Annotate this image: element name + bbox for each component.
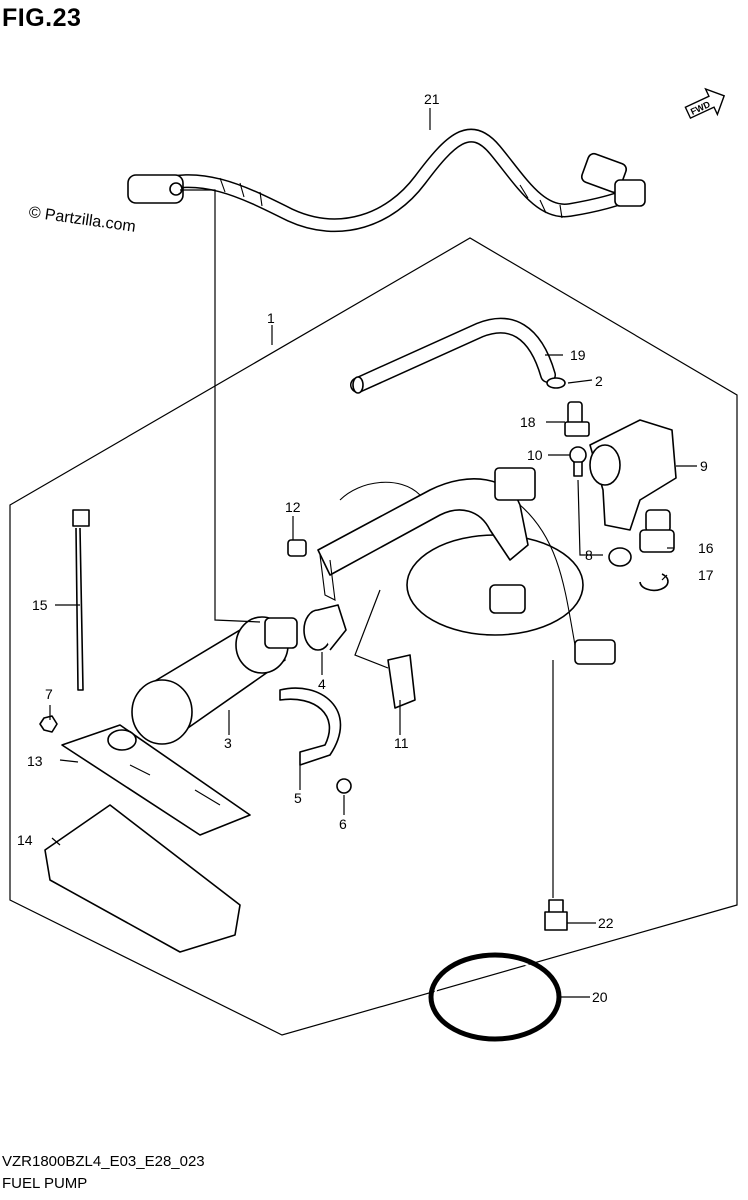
- callout-18: 18: [520, 414, 536, 430]
- bracket-clip-part-11: [387, 654, 416, 709]
- tie-strap-part-15: [72, 509, 90, 691]
- breather-hose-part-19: [350, 317, 556, 394]
- callout-7: 7: [45, 686, 53, 702]
- o-ring-part-8: [608, 547, 632, 567]
- leader-lines: [49, 108, 697, 998]
- fuel-pump-part-3: [131, 616, 298, 745]
- callout-20: 20: [592, 989, 608, 1005]
- regulator-part-16: [639, 509, 675, 553]
- callout-12: 12: [285, 499, 301, 515]
- gasket-part-20: [428, 952, 562, 1042]
- cushion-part-4: [303, 604, 347, 651]
- bolt-part-22: [544, 899, 568, 931]
- diagram-caption: FUEL PUMP: [2, 1175, 88, 1192]
- callout-14: 14: [17, 832, 33, 848]
- cover-part-14: [44, 804, 241, 953]
- nut-part-7: [39, 715, 58, 733]
- callout-15: 15: [32, 597, 48, 613]
- fwd-direction-badge: FWD: [684, 87, 726, 120]
- filter-part-13: [61, 724, 251, 836]
- fitting-part-18: [564, 401, 590, 437]
- callout-1: 1: [267, 310, 275, 326]
- callout-22: 22: [598, 915, 614, 931]
- callout-2: 2: [595, 373, 603, 389]
- callout-4: 4: [318, 676, 326, 692]
- callout-21: 21: [424, 91, 440, 107]
- fuel-hose-part-21: [127, 128, 646, 233]
- hose-clip-part-2: [546, 377, 566, 389]
- assembly-outline: [9, 237, 738, 1036]
- callout-9: 9: [700, 458, 708, 474]
- figure-title: FIG.23: [2, 4, 82, 32]
- callout-16: 16: [698, 540, 714, 556]
- callout-11: 11: [394, 735, 409, 751]
- model-code: VZR1800BZL4_E03_E28_023: [2, 1153, 205, 1170]
- callout-13: 13: [27, 753, 43, 769]
- callout-6: 6: [339, 816, 347, 832]
- fuel-pump-exploded-diagram: FWD: [9, 87, 738, 1042]
- circlip-part-17: [639, 573, 669, 592]
- callout-19: 19: [570, 347, 586, 363]
- pump-band-part-5: [279, 687, 342, 766]
- bolt-part-10: [569, 446, 587, 477]
- gasket-inner-line: [434, 958, 556, 1036]
- pump-frame-assembly: [317, 467, 616, 665]
- callout-5: 5: [294, 790, 302, 806]
- callout-3: 3: [224, 735, 232, 751]
- callout-10: 10: [527, 447, 543, 463]
- callout-17: 17: [698, 567, 714, 583]
- screw-part-6: [336, 778, 352, 794]
- pump-bracket-part-9: [589, 419, 677, 531]
- callout-8: 8: [585, 547, 593, 563]
- connector-part-12: [287, 539, 307, 557]
